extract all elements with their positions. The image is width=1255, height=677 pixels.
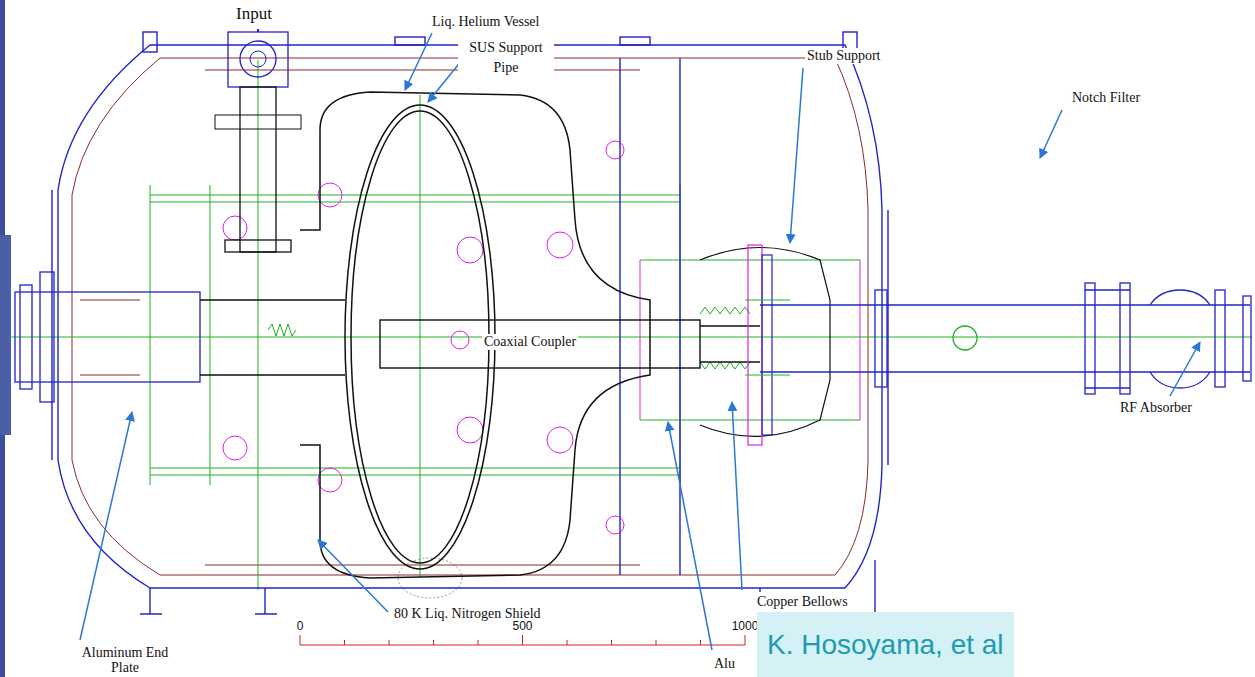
part-label: Aluminum End Plate — [78, 645, 172, 675]
bottom-port — [398, 558, 462, 598]
helium-vessel — [345, 105, 495, 569]
support-frame — [268, 324, 296, 336]
beam-pipe-right — [1150, 290, 1210, 388]
vacuum-vessel — [52, 190, 888, 465]
leader-arrow — [732, 402, 742, 590]
leader-arrow — [668, 422, 712, 650]
scale-bar — [300, 635, 745, 645]
part-label: Liq. Helium Vessel — [430, 14, 541, 30]
input-coupler — [257, 29, 259, 32]
leader-arrow — [80, 412, 132, 640]
support-frame — [700, 307, 750, 314]
beam-pipe-right — [1215, 290, 1225, 387]
beam-pipe-left — [40, 272, 54, 402]
stub-support — [700, 248, 830, 437]
vacuum-vessel — [395, 37, 425, 45]
vacuum-vessel — [52, 32, 888, 614]
input-coupler — [228, 32, 288, 87]
fixture-circles — [223, 141, 860, 534]
beam-pipe-left — [15, 272, 200, 402]
stub-support — [762, 255, 772, 435]
scale-number: 0 — [295, 620, 306, 634]
support-frame — [10, 337, 1252, 338]
part-label: Coaxial Coupler — [482, 334, 578, 350]
helium-vessel — [200, 92, 650, 578]
fixture-circles — [547, 427, 573, 453]
beam-pipe-right — [1085, 290, 1130, 388]
vacuum-vessel — [58, 45, 882, 588]
stub-support — [748, 245, 762, 445]
fixture-circles — [223, 436, 247, 460]
part-label: Stub Support — [805, 48, 883, 64]
part-label: Copper Bellows — [755, 594, 850, 610]
coaxial-coupler — [700, 326, 760, 362]
scale-number: 1000 — [730, 620, 761, 634]
beam-pipe-right — [760, 283, 1251, 394]
leader-arrow — [318, 540, 388, 612]
fixture-circles — [318, 468, 342, 492]
input-coupler — [225, 240, 291, 252]
stub-support — [745, 300, 790, 375]
fixture-circles — [457, 417, 483, 443]
fixture-circles — [606, 141, 624, 159]
nitrogen-shield — [72, 58, 868, 575]
input-coupler — [250, 51, 266, 67]
support-frame — [150, 195, 680, 475]
vacuum-vessel — [620, 37, 650, 45]
part-label: Notch Filter — [1070, 90, 1142, 106]
coaxial-coupler — [380, 320, 700, 368]
vacuum-vessel — [143, 32, 157, 52]
leader-arrow — [80, 33, 1200, 650]
beam-pipe-left — [20, 285, 32, 389]
beam-pipe-right — [1085, 283, 1095, 394]
leader-arrow — [790, 68, 803, 243]
fixture-circles — [547, 232, 573, 258]
leader-arrow — [405, 33, 432, 90]
input-coupler — [215, 115, 301, 129]
support-frame — [150, 60, 680, 590]
fixture-circles — [318, 183, 342, 207]
vacuum-vessel — [140, 588, 162, 614]
input-coupler — [240, 41, 276, 77]
fixture-circles — [640, 260, 860, 420]
beam-pipe-right — [953, 326, 977, 350]
helium-vessel — [351, 111, 489, 563]
beam-pipe-right — [1243, 296, 1251, 381]
fixture-circles — [457, 237, 483, 263]
support-frame — [640, 260, 860, 420]
scale-bar — [300, 635, 745, 645]
stub-support — [700, 245, 830, 445]
leader-arrow — [428, 60, 462, 102]
scale-number: 500 — [510, 620, 534, 634]
vacuum-vessel — [255, 588, 277, 614]
beam-pipe-right — [1120, 283, 1130, 394]
fixture-circles — [606, 516, 624, 534]
nitrogen-shield — [72, 58, 868, 575]
slide-margin — [0, 0, 11, 677]
fixture-circles — [451, 331, 469, 349]
part-label: RF Absorber — [1118, 400, 1194, 416]
leader-arrow — [1170, 342, 1200, 396]
citation-text: K. Hosoyama, et al — [767, 629, 1004, 661]
input-coupler — [240, 87, 276, 252]
bottom-port — [398, 558, 462, 598]
support-frame — [700, 362, 750, 369]
part-label: Input — [234, 4, 274, 24]
part-label: SUS Support Pipe — [458, 38, 554, 78]
beam-pipe-right — [875, 290, 887, 387]
input-coupler — [215, 29, 301, 252]
helium-vessel — [300, 92, 650, 578]
citation-box: K. Hosoyama, et al — [757, 612, 1014, 677]
part-label: Alu — [712, 656, 737, 672]
nitrogen-shield — [80, 70, 640, 565]
support-frame — [10, 60, 1252, 590]
beam-pipe-left — [15, 292, 200, 382]
leader-arrow — [1040, 110, 1062, 158]
beam-pipe-right — [760, 305, 1250, 372]
fixture-circles — [223, 216, 247, 240]
slide-margin — [0, 235, 11, 435]
helium-vessel — [200, 300, 345, 375]
coaxial-coupler — [380, 320, 760, 368]
